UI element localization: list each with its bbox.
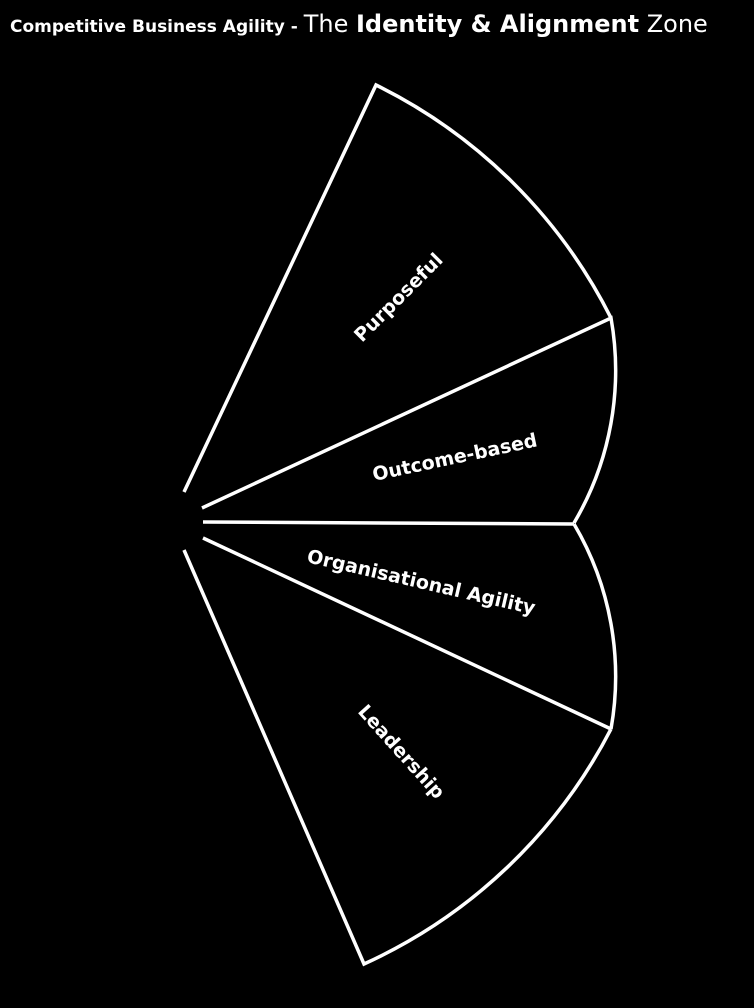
segment-organisational-agility-outline [202,523,618,731]
segment-outcome-based-label: Outcome-based [370,429,539,485]
segment-leadership[interactable]: Leadership [182,549,613,967]
segment-purposeful[interactable]: Purposeful [182,82,613,493]
title-emphasis: Identity & Alignment [355,10,640,38]
segment-purposeful-label: Purposeful [350,249,448,347]
title-suffix: Zone [639,10,708,38]
segment-outcome-based[interactable]: Outcome-based [201,315,618,524]
segment-leadership-label: Leadership [353,701,449,804]
center-divider [202,520,575,526]
segment-leadership-outline [182,549,613,967]
segment-organisational-agility-label: Organisational Agility [305,545,538,619]
segment-organisational-agility[interactable]: Organisational Agility [202,523,618,731]
title-prefix: Competitive Business Agility - [10,17,304,37]
segment-outcome-based-outline [201,315,618,524]
segment-purposeful-outline [182,82,613,493]
title-the: The [303,10,356,38]
page-title: Competitive Business Agility - The Ident… [10,10,708,38]
